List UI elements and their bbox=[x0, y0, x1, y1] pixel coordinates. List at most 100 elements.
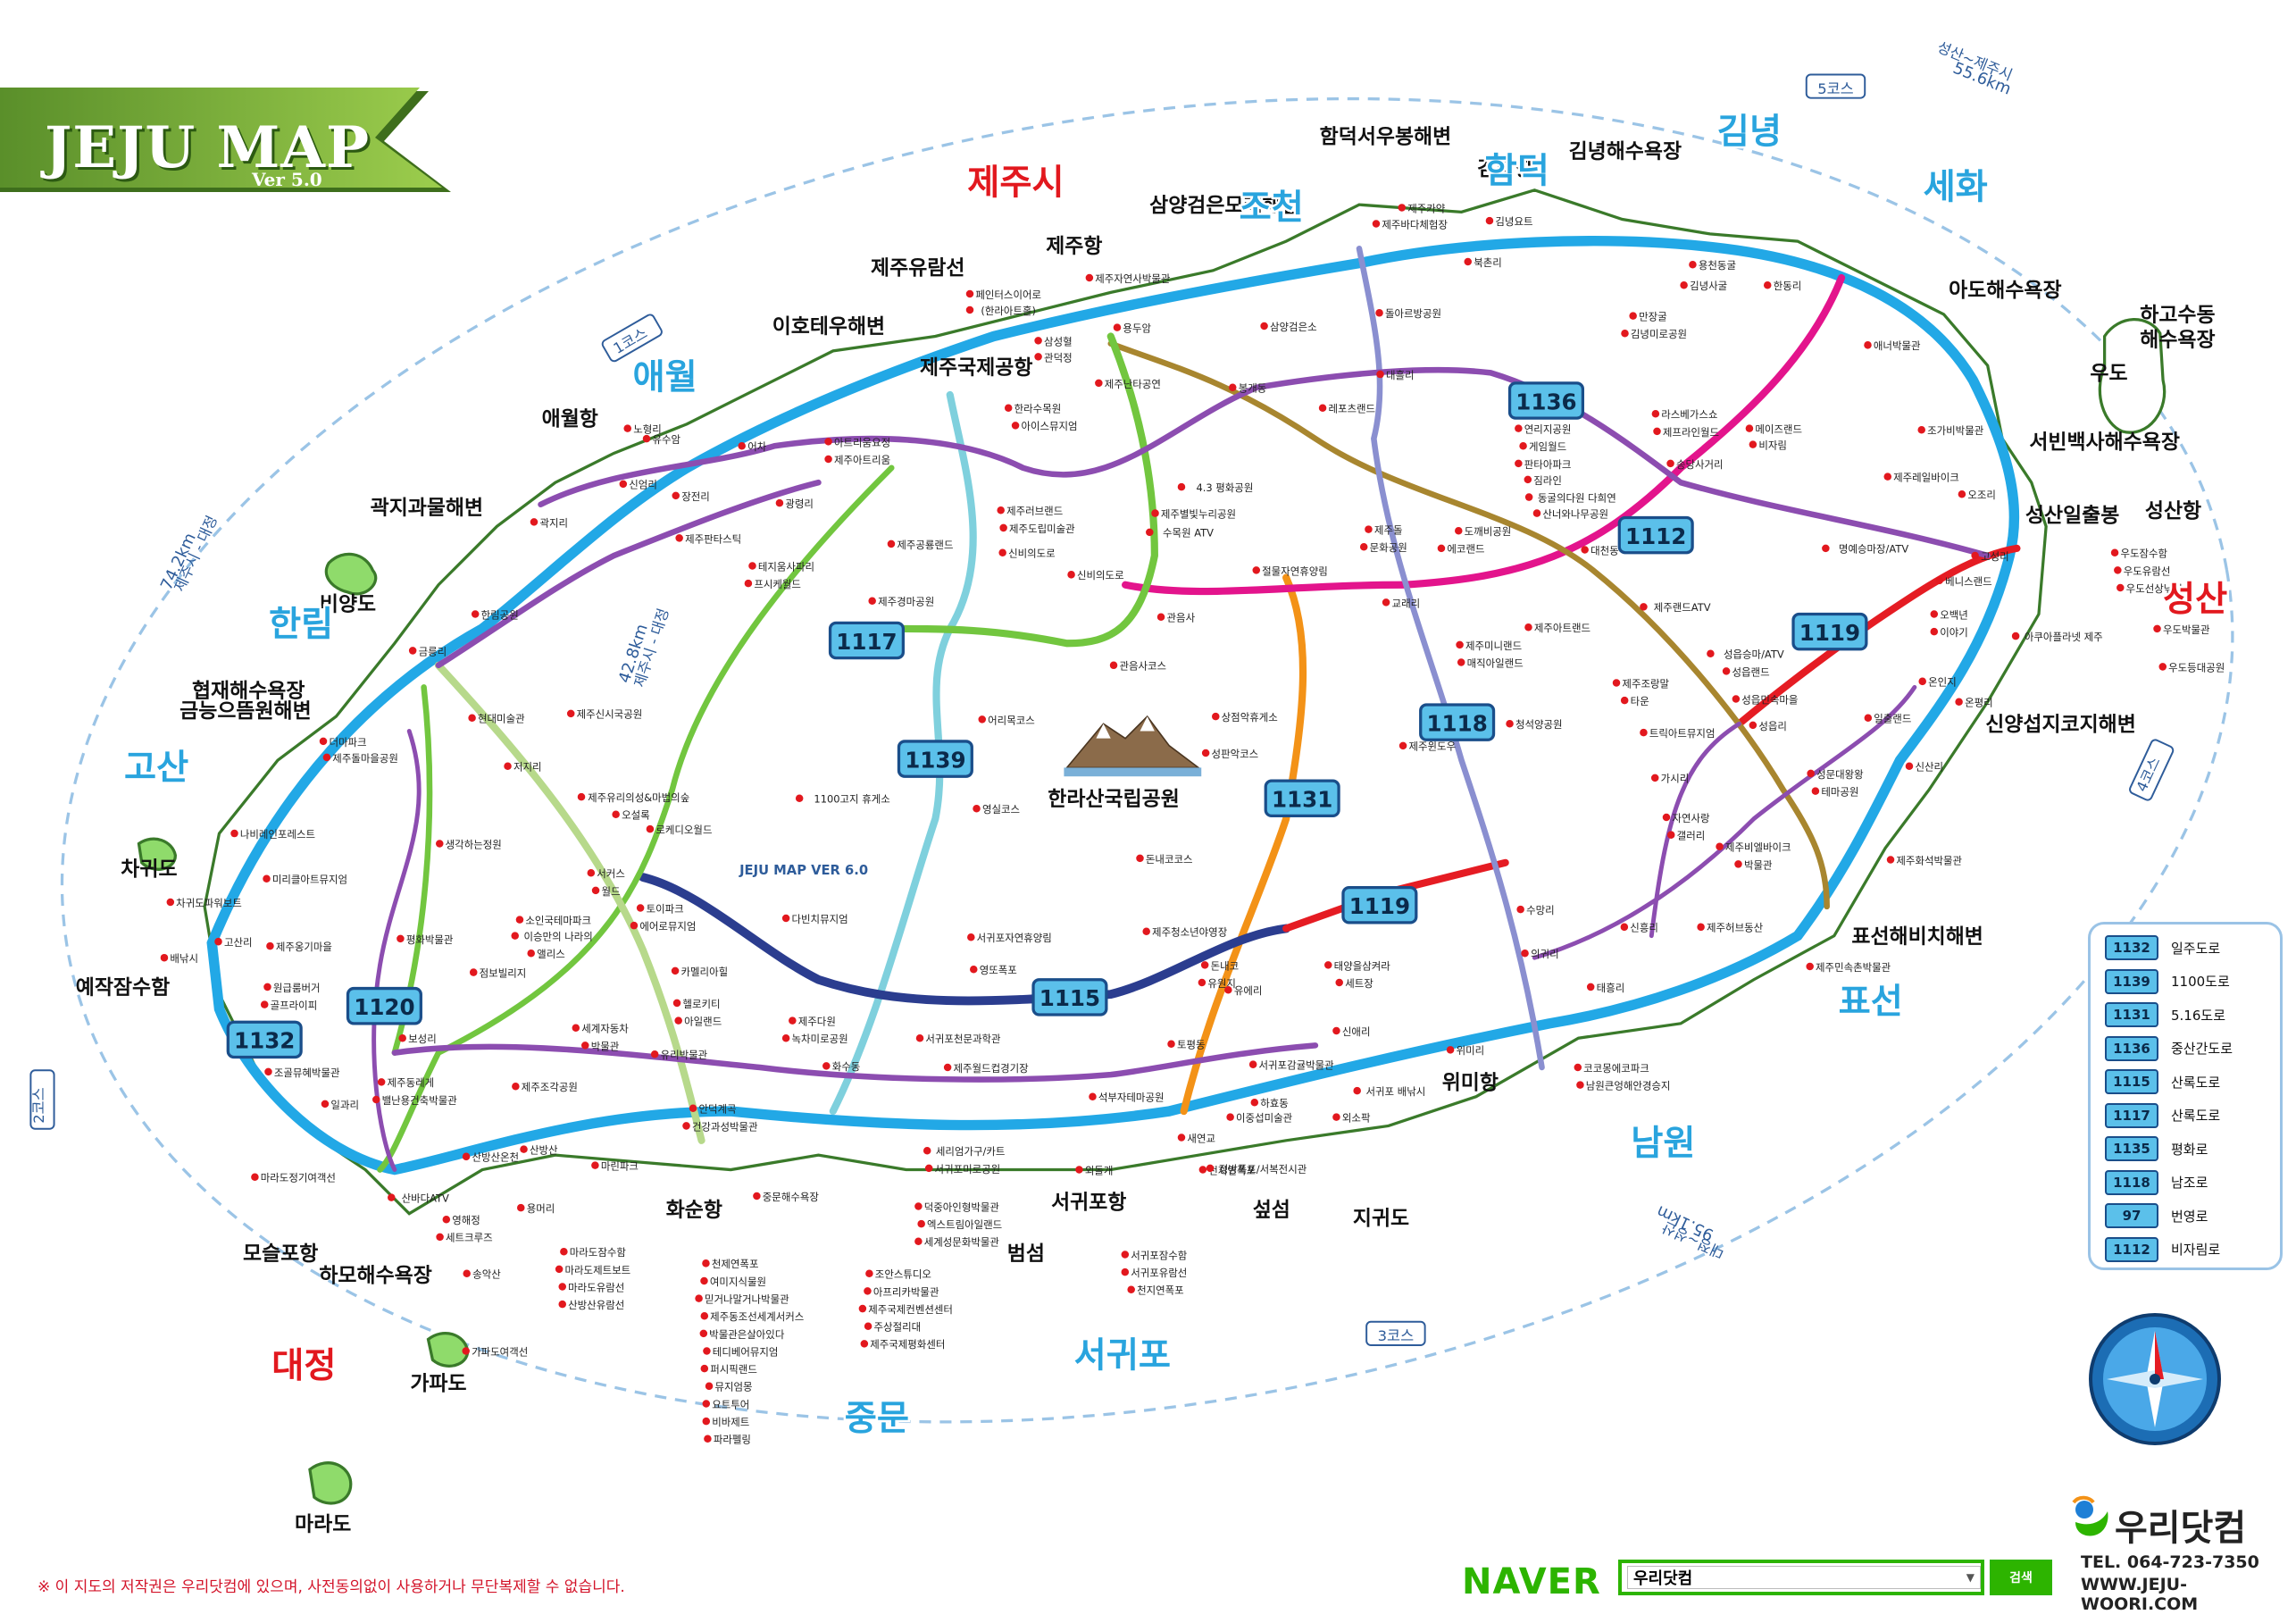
poi-dot bbox=[1620, 923, 1629, 932]
poi-dot bbox=[702, 1417, 711, 1426]
poi-dot bbox=[744, 579, 753, 588]
poi-label: 장전리 bbox=[681, 490, 710, 503]
place-label: 제주항 bbox=[1046, 235, 1102, 258]
poi-label: 오백년 bbox=[1940, 608, 1968, 621]
poi-dot bbox=[591, 1161, 599, 1169]
poi-label: 제주유리의성&마법의숲 bbox=[588, 791, 689, 804]
poi-dot bbox=[1089, 1092, 1097, 1100]
poi-dot bbox=[1930, 627, 1939, 636]
poi-dot bbox=[824, 438, 832, 446]
poi-dot bbox=[566, 709, 575, 718]
course-tag-label: 3코스 bbox=[1378, 1327, 1415, 1344]
poi-label: 코코몽에코파크 bbox=[1583, 1062, 1649, 1075]
poi-label: 제주레일바이크 bbox=[1893, 472, 1959, 484]
poi-dot bbox=[372, 1095, 380, 1104]
poi-label: 세트크루즈 bbox=[446, 1232, 493, 1244]
poi-dot bbox=[1958, 490, 1966, 498]
poi-label: 서커스 bbox=[597, 867, 625, 880]
poi-dot bbox=[1121, 1267, 1130, 1276]
poi-label: 한림공원 bbox=[481, 608, 519, 621]
poi-label: 가시리 bbox=[1661, 773, 1690, 785]
naver-search-button[interactable]: 검색 bbox=[1990, 1560, 2052, 1595]
poi-dot bbox=[970, 966, 978, 974]
region-label: 고산 bbox=[124, 748, 188, 788]
poi-dot bbox=[695, 1294, 703, 1302]
naver-search-input[interactable]: 우리닷컴 ▼ bbox=[1627, 1566, 1981, 1589]
poi-dot bbox=[671, 966, 680, 975]
poi-dot bbox=[511, 932, 519, 940]
dropdown-arrow-icon[interactable]: ▼ bbox=[1966, 1571, 1975, 1584]
poi-label: 금릉리 bbox=[419, 645, 447, 657]
poi-dot bbox=[1640, 728, 1648, 737]
poi-label: 천지연폭포 bbox=[1137, 1284, 1184, 1297]
road-badge bbox=[1791, 612, 1868, 651]
poi-dot bbox=[998, 548, 1006, 557]
poi-label: 서귀포자연휴양림 bbox=[977, 932, 1052, 944]
poi-label: 나비레인포레스트 bbox=[240, 828, 315, 841]
poi-dot bbox=[260, 1000, 269, 1008]
poi-dot bbox=[917, 1219, 925, 1228]
poi-dot bbox=[612, 810, 620, 819]
poi-label: 생각하는정원 bbox=[446, 838, 502, 850]
place-label: 지귀도 bbox=[1353, 1208, 1409, 1231]
poi-label: 제주허브동산 bbox=[1707, 922, 1764, 934]
poi-dot bbox=[923, 1147, 931, 1155]
place-label: 위미항 bbox=[1442, 1072, 1499, 1095]
poi-label: 퍼시픽랜드 bbox=[710, 1363, 757, 1376]
poi-dot bbox=[504, 762, 512, 771]
poi-dot bbox=[1883, 473, 1892, 481]
poi-label: 서귀포감귤박물관 bbox=[1259, 1059, 1335, 1072]
poi-label: 마라도유람선 bbox=[568, 1281, 624, 1293]
region-label: 표선 bbox=[1839, 982, 1903, 1022]
poi-label: 상점악휴게소 bbox=[1222, 711, 1278, 724]
poi-label: 제주카약 bbox=[1407, 202, 1446, 214]
poi-label: 마라도정기여객선 bbox=[261, 1172, 336, 1184]
poi-label: 레포츠랜드 bbox=[1328, 403, 1375, 415]
poi-label: 제주돌마을공원 bbox=[332, 752, 398, 765]
poi-label: 1100고지 휴게소 bbox=[814, 793, 889, 806]
poi-label: 영해정 bbox=[452, 1214, 480, 1226]
naver-logo: NAVER bbox=[1462, 1561, 1601, 1602]
poi-label: 서귀포 배낚시 bbox=[1366, 1085, 1426, 1098]
poi-dot bbox=[1574, 1063, 1582, 1072]
brand-tel: TEL. 064-723-7350 bbox=[2081, 1552, 2259, 1572]
poi-dot bbox=[623, 424, 631, 432]
poi-label: 저지리 bbox=[513, 761, 542, 774]
poi-label: 매직아일랜드 bbox=[1467, 657, 1524, 669]
poi-dot bbox=[1353, 1086, 1361, 1095]
poi-label: 제주국제컨벤션센터 bbox=[868, 1303, 953, 1316]
poi-dot bbox=[1905, 762, 1914, 771]
road-badge-label: 1115 bbox=[1039, 985, 1100, 1011]
poi-dot bbox=[1250, 1098, 1259, 1107]
poi-dot bbox=[700, 1311, 709, 1320]
poi-label: 제주아트리움 bbox=[834, 454, 890, 466]
poi-dot bbox=[1146, 528, 1154, 537]
poi-dot bbox=[1521, 950, 1529, 958]
poi-label: 용두암 bbox=[1123, 322, 1151, 335]
poi-dot bbox=[1198, 1166, 1207, 1174]
poi-label: 아쿠아플라넷 제주 bbox=[2025, 631, 2103, 643]
poi-dot bbox=[674, 1016, 682, 1025]
poi-label: 박물관 bbox=[591, 1040, 620, 1052]
poi-dot bbox=[1075, 1166, 1083, 1174]
road-97-east2 bbox=[1532, 684, 1917, 960]
poi-label: 트릭아트뮤지엄 bbox=[1649, 727, 1716, 740]
poi-label: 봉개동 bbox=[1239, 382, 1267, 395]
poi-label: 서귀포천문과학관 bbox=[925, 1033, 1001, 1045]
poi-dot bbox=[1034, 353, 1042, 361]
place-label: 화순항 bbox=[666, 1199, 722, 1222]
poi-dot bbox=[1226, 1113, 1234, 1121]
poi-dot bbox=[1519, 442, 1527, 450]
poi-dot bbox=[650, 1050, 659, 1058]
poi-dot bbox=[1011, 422, 1020, 430]
road-badge bbox=[1264, 779, 1340, 818]
poi-label: 4.3 평화공원 bbox=[1196, 481, 1253, 494]
poi-dot bbox=[1621, 329, 1629, 338]
road-badge bbox=[226, 1020, 303, 1059]
poi-label: 성문대왕왕 bbox=[1816, 768, 1864, 781]
poi-dot bbox=[967, 933, 975, 941]
poi-dot bbox=[1524, 493, 1533, 501]
